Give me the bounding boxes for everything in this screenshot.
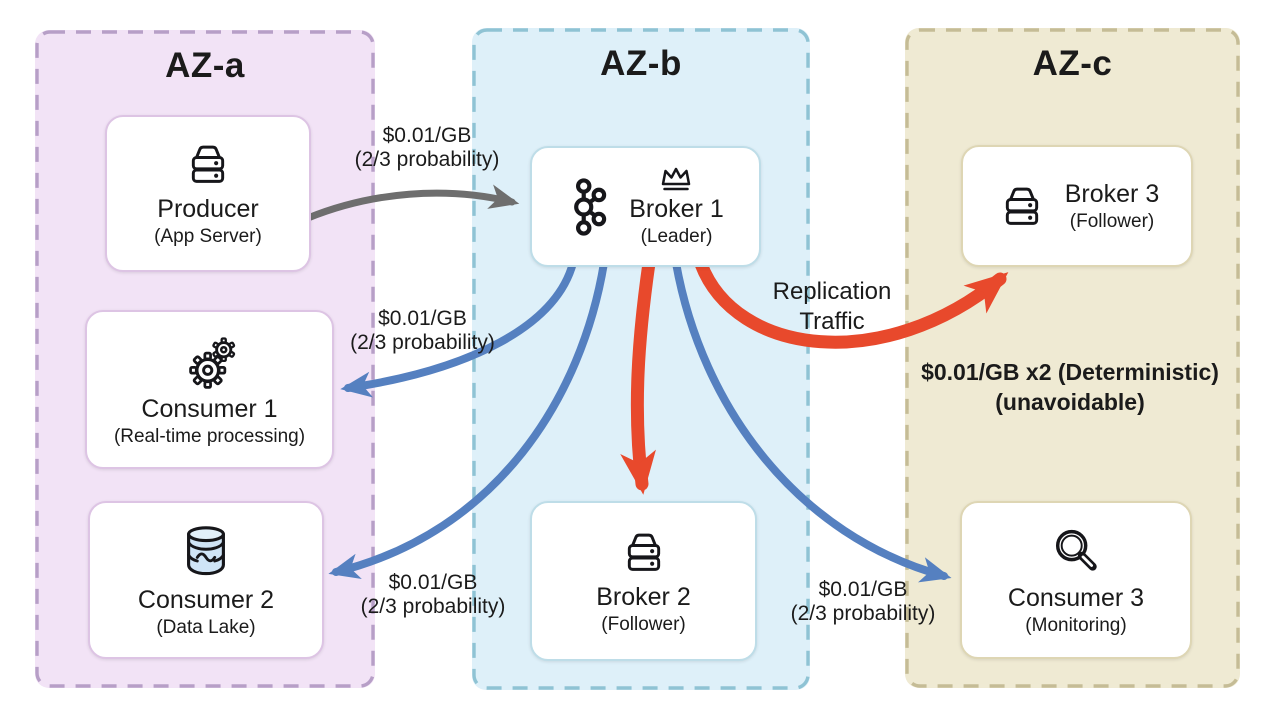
node-label: Producer bbox=[157, 195, 259, 223]
annotation-replication-cost: $0.01/GB x2 (Deterministic) (unavoidable… bbox=[885, 357, 1255, 417]
node-consumer2: Consumer 2 (Data Lake) bbox=[88, 501, 324, 659]
probability-line: (2/3 probability) bbox=[350, 331, 495, 354]
edge-label-consumer2-cost: $0.01/GB (2/3 probability) bbox=[338, 571, 528, 619]
node-consumer1: Consumer 1 (Real-time processing) bbox=[85, 310, 334, 469]
node-label: Broker 2 bbox=[596, 582, 691, 611]
node-sublabel: (App Server) bbox=[154, 226, 262, 247]
edge-label-consumer3-cost: $0.01/GB (2/3 probability) bbox=[768, 578, 958, 626]
kafka-icon bbox=[574, 177, 607, 236]
cost-line: $0.01/GB bbox=[382, 124, 472, 147]
zone-az-a-title: AZ-a bbox=[165, 46, 245, 85]
annotation-line: (unavoidable) bbox=[995, 389, 1145, 415]
database-icon bbox=[187, 525, 225, 575]
server-icon bbox=[1005, 187, 1038, 225]
node-broker1: Broker 1 (Leader) bbox=[530, 146, 761, 267]
edge-label-producer-cost: $0.01/GB (2/3 probability) bbox=[322, 124, 532, 172]
probability-line: (2/3 probability) bbox=[360, 595, 506, 618]
edge-label-replication-traffic: Replication Traffic bbox=[742, 277, 922, 337]
node-label: Broker 1 bbox=[629, 195, 724, 223]
node-sublabel: (Real-time processing) bbox=[113, 426, 306, 447]
node-consumer3: Consumer 3 (Monitoring) bbox=[960, 501, 1192, 659]
node-broker2: Broker 2 (Follower) bbox=[530, 501, 757, 661]
edge-label-consumer1-cost: $0.01/GB (2/3 probability) bbox=[330, 307, 515, 355]
node-producer: Producer (App Server) bbox=[105, 115, 311, 272]
crown-icon bbox=[662, 167, 691, 191]
node-label: Consumer 2 bbox=[137, 585, 275, 614]
magnifier-icon bbox=[1055, 529, 1097, 571]
cost-line: $0.01/GB bbox=[818, 578, 908, 601]
node-sublabel: (Follower) bbox=[601, 613, 686, 635]
node-label: Broker 3 bbox=[1064, 179, 1160, 208]
cost-line: $0.01/GB bbox=[388, 571, 478, 594]
replication-line: Replication bbox=[772, 278, 892, 305]
probability-line: (2/3 probability) bbox=[790, 602, 936, 625]
node-broker3: Broker 3 (Follower) bbox=[961, 145, 1193, 267]
node-sublabel: (Data Lake) bbox=[156, 616, 256, 638]
annotation-line: $0.01/GB x2 (Deterministic) bbox=[921, 359, 1219, 385]
probability-line: (2/3 probability) bbox=[354, 148, 500, 171]
replication-line: Traffic bbox=[799, 308, 865, 335]
server-icon bbox=[191, 145, 225, 183]
zone-az-b-title: AZ-b bbox=[600, 44, 682, 83]
node-sublabel: (Leader) bbox=[640, 226, 713, 247]
node-label: Consumer 3 bbox=[1007, 583, 1145, 612]
zone-az-c-title: AZ-c bbox=[1032, 44, 1113, 83]
node-label: Consumer 1 bbox=[141, 395, 278, 423]
node-sublabel: (Monitoring) bbox=[1025, 614, 1127, 636]
zone-az-a-dashed-border bbox=[35, 30, 375, 688]
gears-icon bbox=[188, 337, 235, 389]
cost-line: $0.01/GB bbox=[378, 307, 467, 330]
server-icon bbox=[627, 533, 660, 571]
node-sublabel: (Follower) bbox=[1069, 210, 1155, 232]
